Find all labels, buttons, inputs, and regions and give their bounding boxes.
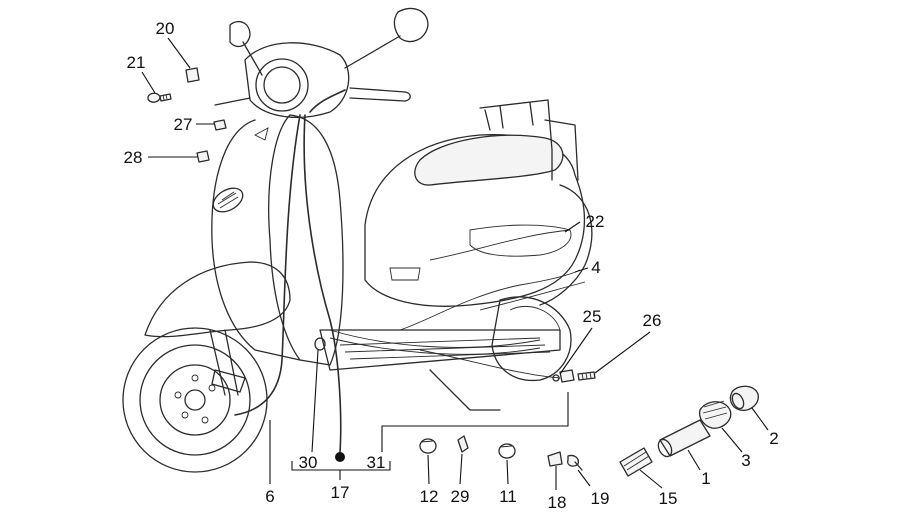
- callout-17: 17: [331, 483, 350, 502]
- connector-dot: [335, 452, 345, 462]
- callout-31: 31: [367, 453, 386, 472]
- callout-21: 21: [127, 53, 146, 72]
- callout-1: 1: [701, 469, 710, 488]
- callout-11: 11: [499, 487, 517, 506]
- scooter-outline: [122, 7, 593, 473]
- cable-routing: [234, 89, 586, 453]
- callout-2: 2: [769, 429, 778, 448]
- callout-3: 3: [741, 451, 750, 470]
- callout-29: 29: [451, 487, 470, 506]
- callout-18: 18: [548, 493, 567, 512]
- callout-28: 28: [124, 148, 143, 167]
- callout-19: 19: [591, 489, 610, 508]
- callout-26: 26: [643, 311, 662, 330]
- callout-22: 22: [586, 212, 605, 231]
- callout-27: 27: [174, 115, 193, 134]
- callout-6: 6: [265, 487, 274, 506]
- callout-4: 4: [591, 258, 600, 277]
- callout-15: 15: [659, 489, 678, 508]
- leader-lines: [141, 37, 769, 490]
- callout-12: 12: [420, 487, 439, 506]
- callout-25: 25: [583, 307, 602, 326]
- callout-30: 30: [299, 453, 318, 472]
- small-parts: [147, 67, 759, 477]
- callout-20: 20: [156, 19, 175, 38]
- callout-labels: 20 21 27 28 22 4 25 26 2 3 1 15 19 18 11…: [124, 19, 779, 512]
